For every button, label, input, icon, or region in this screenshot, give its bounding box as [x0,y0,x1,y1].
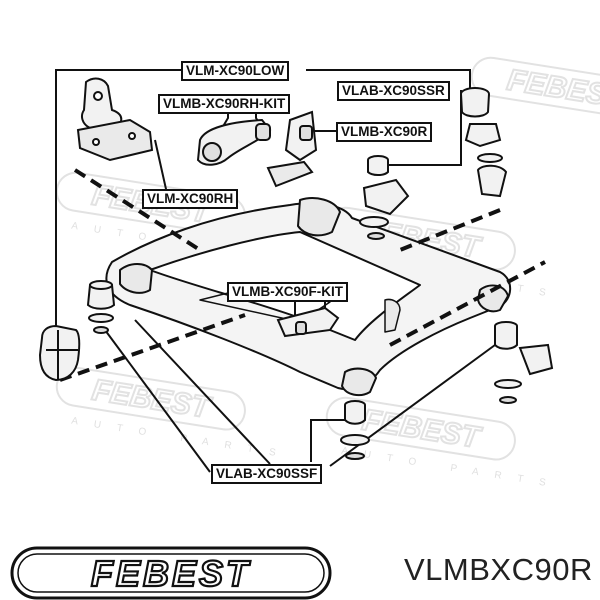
part-number: VLMBXC90R [404,552,593,587]
leader-vlab-xc90ssr [385,90,462,166]
mount-vlm-xc90low [38,324,81,382]
label-vlm-xc90low: VLM-XC90LOW [181,61,290,81]
watermark-logo: FEBEST AUTO PARTS [55,366,292,461]
bracket-vlmb-xc90r [266,110,318,188]
bushing-stack-front-center [340,400,370,460]
dashed-guide [73,168,202,252]
leader-vlab-xc90ssf-c [310,419,345,462]
brand-logo-text: FEBEST [91,553,251,594]
leader-vlab-xc90ssf-a [104,329,211,473]
label-vlab-xc90ssf: VLAB-XC90SSF [211,464,323,484]
label-vlm-xc90rh: VLM-XC90RH [142,189,239,209]
leader-vlm-xc90low-r [306,69,471,88]
dashed-guides [59,168,546,382]
rod-vlmb-xc90rh-kit [196,118,272,166]
brand-logo: FEBEST [10,546,332,600]
leader-vlm-xc90low [55,69,184,328]
dashed-guide [59,313,246,382]
dashed-guide [389,260,546,347]
bushing-stack-front-right [494,321,554,404]
bracket-vlm-xc90rh [76,77,154,162]
watermark-text: FEBEST [505,64,600,116]
label-vlmb-xc90f-kit: VLMB-XC90F-KIT [227,282,348,302]
mount-vlmb-xc90f-kit [276,306,340,338]
label-vlab-xc90ssr: VLAB-XC90SSR [337,81,450,101]
bushing-stack-center [359,155,410,240]
mount-vlab-xc90ssr [460,87,508,198]
label-vlmb-xc90r: VLMB-XC90R [336,122,433,142]
bushing-stack-front-left [86,280,116,334]
label-vlmb-xc90rh-kit: VLMB-XC90RH-KIT [158,94,291,114]
